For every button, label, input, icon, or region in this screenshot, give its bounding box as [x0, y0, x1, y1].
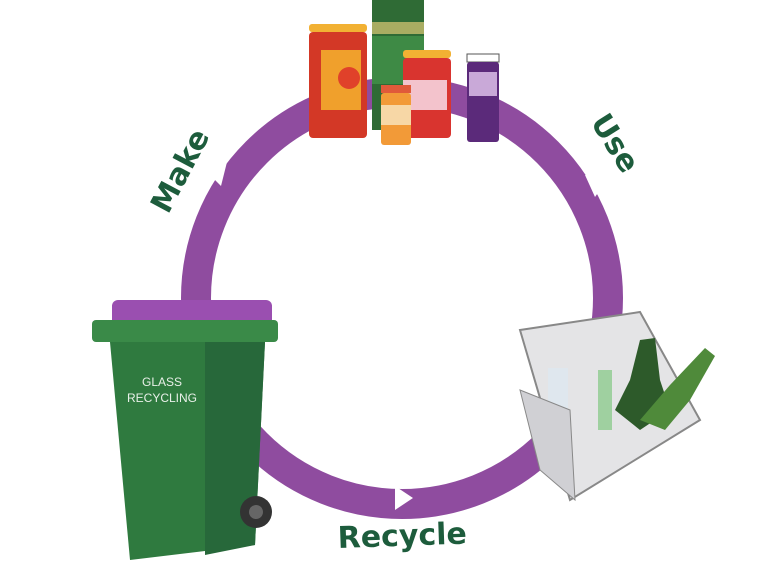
arrow-gap-use [585, 175, 609, 197]
stage-label-recycle: Recycle [337, 517, 467, 556]
arrow-gap-recycle [395, 486, 413, 510]
arrow-gap-make [205, 162, 227, 186]
glass-recycling-bin: GLASS RECYCLING [92, 300, 278, 560]
bin-label-line2: RECYCLING [127, 391, 197, 405]
stage-label-use: Use [583, 108, 646, 180]
bin-label-line1: GLASS [142, 375, 182, 389]
glass-jars-illustration [309, 0, 500, 145]
glass-bottles-box [518, 310, 715, 502]
